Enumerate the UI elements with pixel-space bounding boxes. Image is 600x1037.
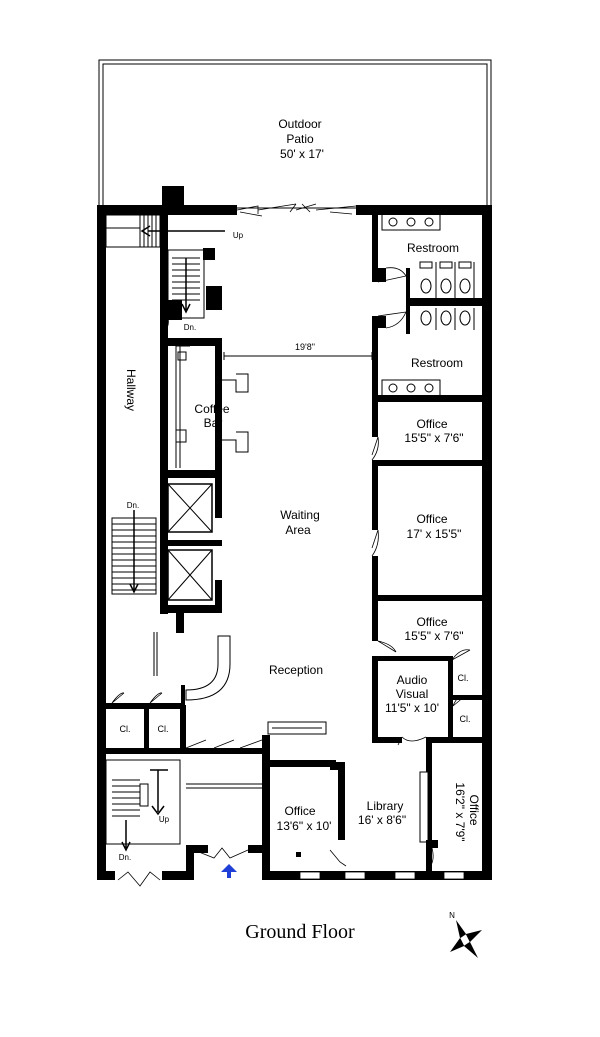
room-labels: Outdoor Patio 50' x 17' Restroom Restroo… — [120, 117, 482, 842]
waiting-label-2: Area — [285, 523, 311, 537]
office-1-label: Office — [416, 417, 447, 431]
reception-label: Reception — [269, 663, 323, 677]
dimension-line: 19'8" — [223, 340, 373, 360]
toilet-stall-icon — [419, 261, 475, 330]
av-dim: 11'5" x 10' — [385, 701, 439, 715]
hallway-label: Hallway — [124, 369, 138, 411]
office-1-dim: 15'5" x 7'6" — [404, 431, 463, 445]
compass-icon: N — [449, 911, 482, 958]
office-3-label: Office — [416, 615, 447, 629]
bottom-windows — [299, 871, 465, 880]
sink-icon — [381, 213, 441, 397]
library-dim: 16' x 8'6" — [358, 813, 406, 827]
stairs-top — [105, 214, 225, 319]
waiting-label: Waiting — [280, 508, 320, 522]
restroom-fixtures — [381, 213, 475, 397]
office-3-dim: 15'5" x 7'6" — [404, 629, 463, 643]
stair-up-label-bottom: Up — [159, 815, 170, 824]
stair-dn-label-hall: Dn. — [127, 501, 139, 510]
patio-label-2: Patio — [286, 132, 314, 146]
floor-caption: Ground Floor — [245, 921, 355, 943]
office-5-dim: 16'2" x 7'9" — [453, 782, 467, 841]
coffee-counter — [175, 345, 249, 468]
patio-dim: 50' x 17' — [280, 147, 324, 161]
office-4-fixtures — [267, 721, 327, 857]
entry-arrow-icon — [221, 864, 237, 878]
elevator-icon — [167, 483, 213, 601]
closet-label-d: Cl. — [158, 724, 169, 734]
patio — [98, 59, 492, 209]
closet-label-a: Cl. — [458, 673, 469, 683]
office-5-label: Office — [467, 794, 481, 825]
compass-label: N — [449, 911, 455, 920]
exterior-walls — [97, 186, 492, 880]
office-4-dim: 13'6" x 10' — [277, 819, 332, 833]
coffee-label-2: Bar — [204, 416, 223, 430]
dimension-label: 19'8" — [295, 342, 315, 352]
av-label: Audio — [397, 673, 428, 687]
patio-label: Outdoor — [278, 117, 321, 131]
office-2-label: Office — [416, 512, 447, 526]
coffee-label: Coffee — [194, 402, 229, 416]
office-2-dim: 17' x 15'5" — [407, 527, 462, 541]
stair-dn-label-bottom: Dn. — [119, 853, 131, 862]
restroom-label-a: Restroom — [407, 241, 459, 255]
reception-desk — [153, 632, 231, 701]
doors[interactable] — [111, 267, 471, 887]
office-4-label: Office — [284, 804, 315, 818]
restroom-label-b: Restroom — [411, 356, 463, 370]
av-label-2: Visual — [396, 687, 428, 701]
stairs-hallway — [111, 510, 157, 595]
interior-walls — [106, 214, 482, 880]
stair-up-label-top: Up — [233, 231, 244, 240]
closet-label-b: Cl. — [460, 714, 471, 724]
closet-label-c: Cl. — [120, 724, 131, 734]
patio-doors[interactable] — [236, 203, 357, 217]
stair-labels: Up Dn. Dn. Up Dn. — [119, 231, 244, 862]
stairs-bottom — [105, 759, 262, 852]
stair-dn-label-top: Dn. — [184, 323, 196, 332]
library-label: Library — [367, 799, 404, 813]
